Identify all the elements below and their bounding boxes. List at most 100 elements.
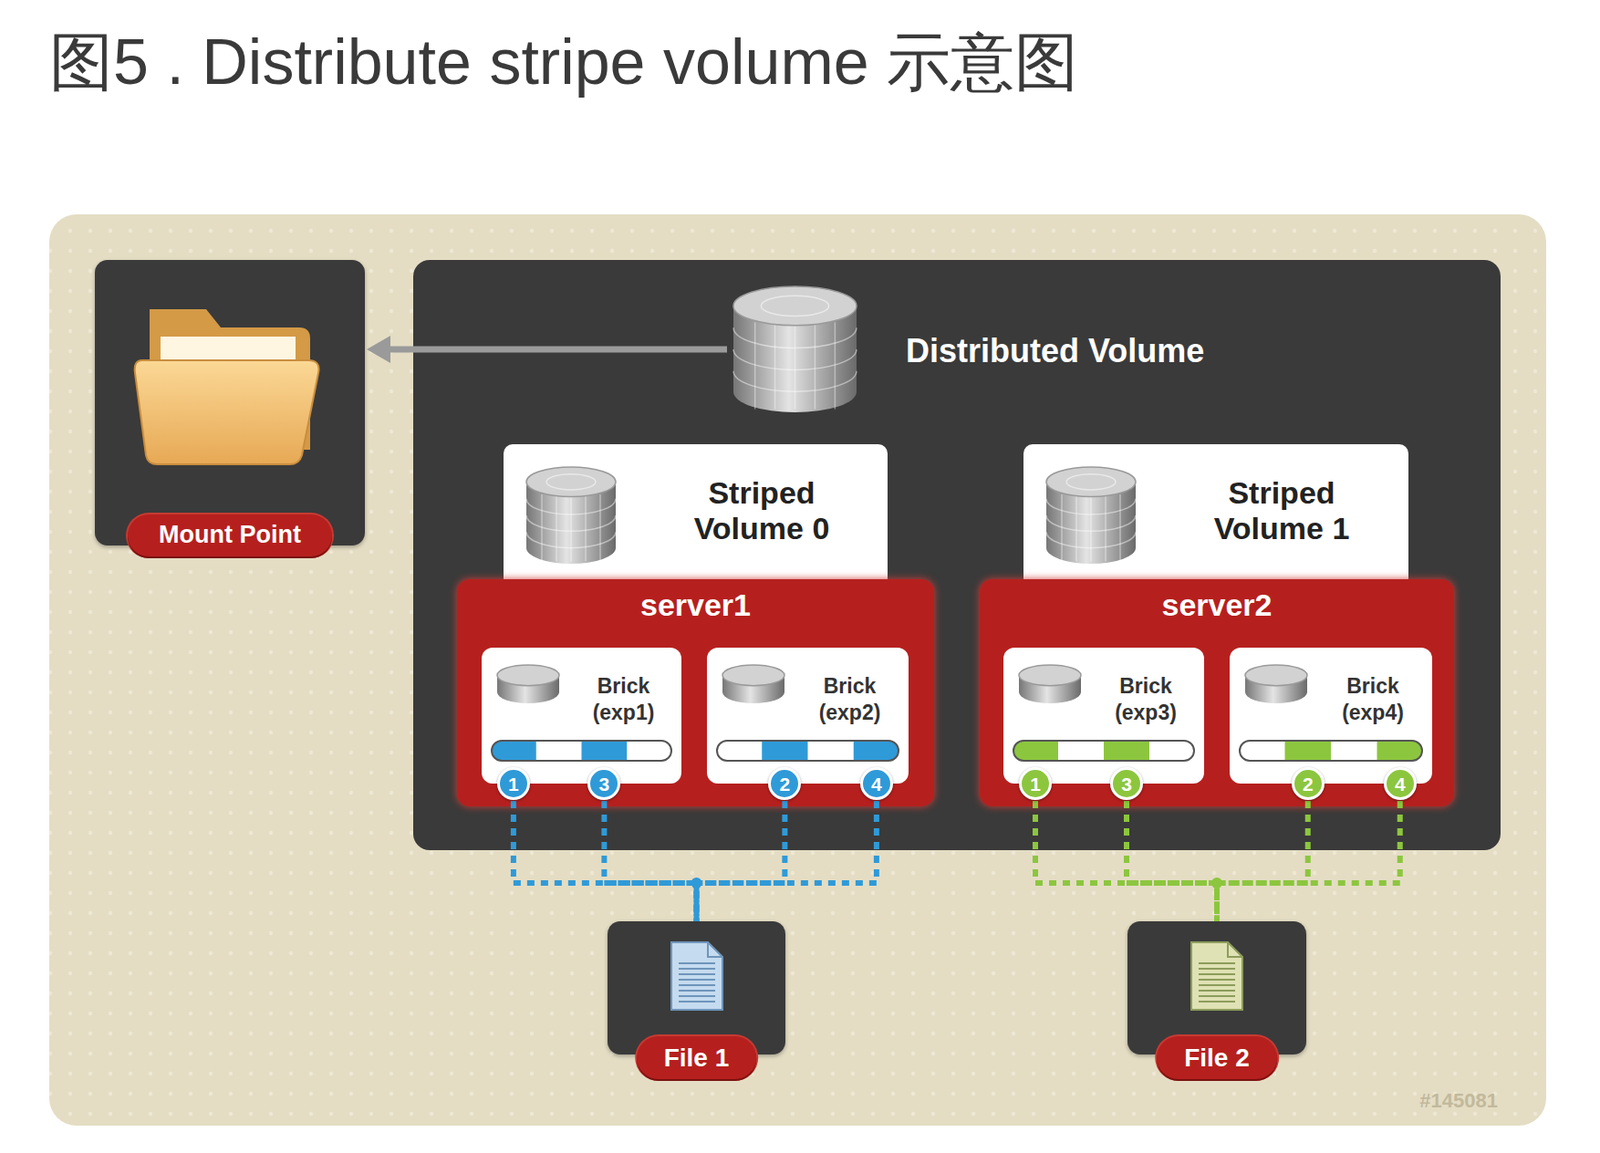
dot-node: 3 xyxy=(1110,767,1143,800)
connector-line xyxy=(603,800,697,922)
connector xyxy=(696,800,786,922)
callout-number: 4 xyxy=(871,774,883,794)
striped-node: Striped Volume 1 xyxy=(1023,444,1409,591)
connector-line xyxy=(1126,800,1217,922)
brick-title: Brick (exp1) xyxy=(569,673,678,727)
connector-line xyxy=(384,346,728,354)
disk-icon xyxy=(496,664,561,705)
stripe-bar xyxy=(1012,739,1195,762)
pill-text: File 2 xyxy=(1184,1041,1250,1074)
document-icon xyxy=(668,939,726,1013)
cylinder-icon xyxy=(525,466,617,565)
dot-node: 4 xyxy=(860,767,894,800)
server-node: server1Brick (exp1)13Brick (exp2)24 xyxy=(457,579,935,807)
striped-node: Striped Volume 0 xyxy=(503,444,888,591)
cylinder-icon xyxy=(732,285,858,414)
watermark-holder: #145081 xyxy=(1419,1089,1498,1113)
connector xyxy=(1216,800,1401,922)
brick-node: Brick (exp3)13 xyxy=(1003,647,1205,784)
callout-number: 2 xyxy=(779,774,791,794)
connector xyxy=(696,800,877,922)
connector-line xyxy=(696,800,786,922)
title: 图5 . Distribute stripe volume 示意图 xyxy=(49,23,1079,101)
dot-node: 2 xyxy=(768,767,801,800)
connector xyxy=(1216,800,1309,922)
label-pill: File 2 xyxy=(1156,1036,1278,1080)
document-icon xyxy=(1188,939,1246,1013)
pill-text: Mount Point xyxy=(158,519,302,551)
brick-node: Brick (exp4)24 xyxy=(1229,647,1433,784)
server-title-holder: server1 xyxy=(457,586,935,624)
brick-node: Brick (exp2)24 xyxy=(706,647,909,784)
dot-node: 4 xyxy=(1383,767,1417,800)
pill-text: File 1 xyxy=(664,1041,730,1074)
brick-title-holder: Brick (exp1) xyxy=(569,673,678,727)
connector xyxy=(366,335,728,364)
brick-title: Brick (exp2) xyxy=(794,673,905,727)
callout-number: 1 xyxy=(508,774,520,794)
connector xyxy=(513,800,697,922)
connector xyxy=(1035,800,1217,922)
dot-node: 1 xyxy=(497,767,530,800)
panel-title-holder: Distributed Volume xyxy=(905,331,1205,371)
file-node: File 1 xyxy=(607,921,786,1055)
junction-dot xyxy=(1211,877,1223,889)
connector-line xyxy=(1216,800,1401,922)
callout-number: 2 xyxy=(1302,774,1314,794)
connector xyxy=(603,800,697,922)
stripe-bar-svg xyxy=(1238,739,1424,762)
striped-title-holder: Striped Volume 1 xyxy=(1160,460,1403,562)
dot-node: 1 xyxy=(1018,767,1052,800)
callout-number: 4 xyxy=(1394,774,1406,794)
callout-number: 3 xyxy=(599,774,611,794)
brick-title-holder: Brick (exp4) xyxy=(1317,673,1429,727)
stripe-bar-svg xyxy=(716,739,900,762)
brick-title-holder: Brick (exp3) xyxy=(1090,673,1201,727)
brick-title: Brick (exp3) xyxy=(1090,673,1201,727)
callout-number: 3 xyxy=(1121,774,1133,794)
disk-icon xyxy=(1244,664,1309,705)
brick-title: Brick (exp4) xyxy=(1317,673,1429,727)
cylinder-icon-svg xyxy=(525,466,617,565)
stripe-bar-svg xyxy=(490,739,673,762)
callout-number: 1 xyxy=(1029,774,1041,794)
server-node: server2Brick (exp3)13Brick (exp4)24 xyxy=(979,579,1455,807)
label-pill: Mount Point xyxy=(127,514,333,557)
connector-line xyxy=(1216,800,1309,922)
dot-node: 3 xyxy=(587,767,621,800)
brick-node: Brick (exp1)13 xyxy=(481,647,682,784)
dot-node: 2 xyxy=(1291,767,1325,800)
file-node: File 2 xyxy=(1127,921,1307,1055)
server-title-holder: server2 xyxy=(979,586,1455,624)
striped-title-holder: Striped Volume 0 xyxy=(640,460,884,562)
disk-icon xyxy=(721,664,786,705)
stripe-bar xyxy=(490,739,673,762)
mount-node: Mount Point xyxy=(94,259,365,546)
disk-icon-svg xyxy=(1244,664,1309,705)
server-title: server2 xyxy=(1161,586,1272,624)
stripe-bar-svg xyxy=(1012,739,1195,762)
title-holder: 图5 . Distribute stripe volume 示意图 xyxy=(49,23,1079,101)
stripe-bar xyxy=(1238,739,1424,762)
disk-icon-svg xyxy=(496,664,561,705)
connector-line xyxy=(513,800,697,922)
arrow-head xyxy=(366,335,391,364)
connector-line xyxy=(1035,800,1217,922)
cylinder-icon xyxy=(1045,466,1137,565)
brick-title-holder: Brick (exp2) xyxy=(794,673,905,727)
document-icon-svg xyxy=(1188,939,1246,1013)
cylinder-icon-svg xyxy=(1045,466,1137,565)
document-icon-svg xyxy=(668,939,726,1013)
label-pill: File 1 xyxy=(636,1036,758,1080)
striped-title: Striped Volume 1 xyxy=(1190,475,1373,547)
folder-icon xyxy=(129,296,326,470)
junction-dot xyxy=(691,877,703,889)
connector-line xyxy=(696,800,877,922)
folder-icon-svg xyxy=(129,296,326,470)
panel-node: Distributed VolumeStriped Volume 0 server… xyxy=(413,259,1501,851)
panel-title: Distributed Volume xyxy=(905,331,1205,371)
cylinder-icon-svg xyxy=(732,285,858,414)
disk-icon-svg xyxy=(1018,664,1082,705)
